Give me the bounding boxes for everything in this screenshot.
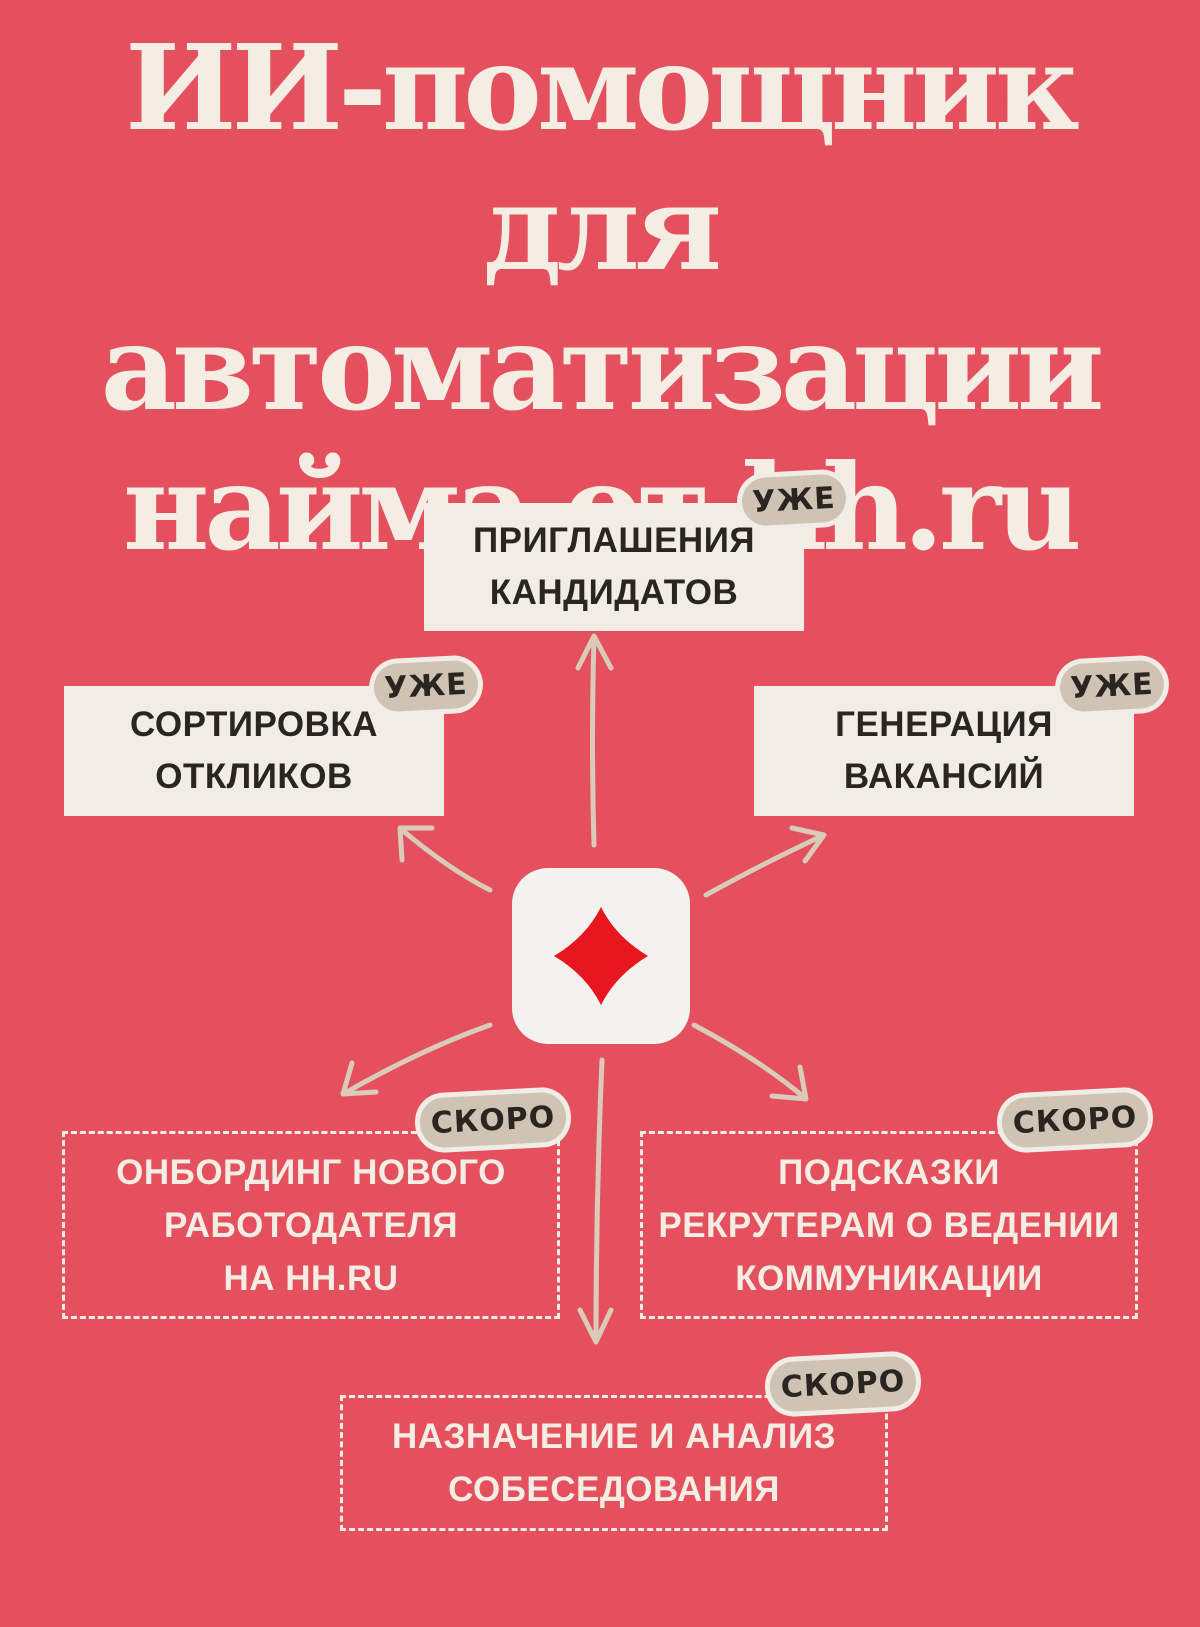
status-badge-invites: УЖЕ: [740, 473, 848, 527]
feature-onboarding-line-1: ОНБОРДИНГ НОВОГО: [116, 1152, 506, 1192]
status-badge-sorting: УЖЕ: [372, 659, 480, 713]
status-badge-vacancies: УЖЕ: [1058, 659, 1166, 713]
title-line-1: ИИ-помощник для: [124, 18, 1080, 297]
feature-hints-line-3: КОММУНИКАЦИИ: [735, 1258, 1043, 1298]
arrowhead-down: [577, 1307, 614, 1345]
page-title: ИИ-помощник для автоматизации найма от h…: [0, 18, 1200, 578]
status-badge-interview: СКОРО: [768, 1355, 918, 1413]
feature-onboarding-line-2: РАБОТОДАТЕЛЯ: [163, 1205, 459, 1245]
feature-vacancies: ГЕНЕРАЦИЯ ВАКАНСИЙ: [754, 686, 1134, 816]
status-badge-onboarding: СКОРО: [418, 1091, 568, 1149]
feature-sorting-line-2: ОТКЛИКОВ: [155, 757, 353, 796]
arrowhead-up-right: [789, 825, 827, 864]
feature-interview-line-2: СОБЕСЕДОВАНИЯ: [448, 1470, 780, 1509]
center-logo-card: [512, 868, 690, 1044]
arrowhead-up-left: [397, 825, 435, 863]
feature-invites-line-1: ПРИГЛАШЕНИЯ: [472, 521, 756, 560]
arrowhead-down-left: [340, 1060, 379, 1097]
feature-invites-line-2: КАНДИДАТОВ: [489, 573, 739, 612]
feature-hints: ПОДСКАЗКИ РЕКРУТЕРАМ О ВЕДЕНИИ КОММУНИКА…: [640, 1131, 1138, 1319]
feature-interview-line-1: НАЗНАЧЕНИЕ И АНАЛИЗ: [391, 1417, 837, 1456]
diamond-icon: [554, 907, 648, 1005]
arrow-down-right: [691, 1022, 808, 1101]
feature-hints-line-2: РЕКРУТЕРАМ О ВЕДЕНИИ: [658, 1205, 1120, 1245]
feature-sorting-line-1: СОРТИРОВКА: [129, 705, 379, 744]
feature-onboarding-line-3: НА HH.RU: [223, 1258, 399, 1298]
arrowhead-up: [575, 633, 614, 671]
arrow-down: [593, 1057, 605, 1343]
arrow-down-left: [342, 1022, 493, 1096]
feature-sorting: СОРТИРОВКА ОТКЛИКОВ: [64, 686, 444, 816]
arrow-up-left: [399, 827, 493, 893]
feature-onboarding: ОНБОРДИНГ НОВОГО РАБОТОДАТЕЛЯ НА HH.RU: [62, 1131, 560, 1319]
feature-hints-line-1: ПОДСКАЗКИ: [778, 1152, 1000, 1192]
status-badge-hints: СКОРО: [1000, 1091, 1150, 1149]
feature-vacancies-line-2: ВАКАНСИЙ: [843, 757, 1045, 796]
arrow-up-right: [703, 833, 825, 898]
title-line-2: автоматизации: [100, 298, 1105, 437]
feature-invites: ПРИГЛАШЕНИЯ КАНДИДАТОВ: [424, 503, 804, 631]
arrow-up: [590, 635, 597, 848]
arrowhead-down-right: [769, 1064, 809, 1102]
feature-vacancies-line-1: ГЕНЕРАЦИЯ: [835, 705, 1053, 744]
feature-interview: НАЗНАЧЕНИЕ И АНАЛИЗ СОБЕСЕДОВАНИЯ: [340, 1395, 888, 1531]
